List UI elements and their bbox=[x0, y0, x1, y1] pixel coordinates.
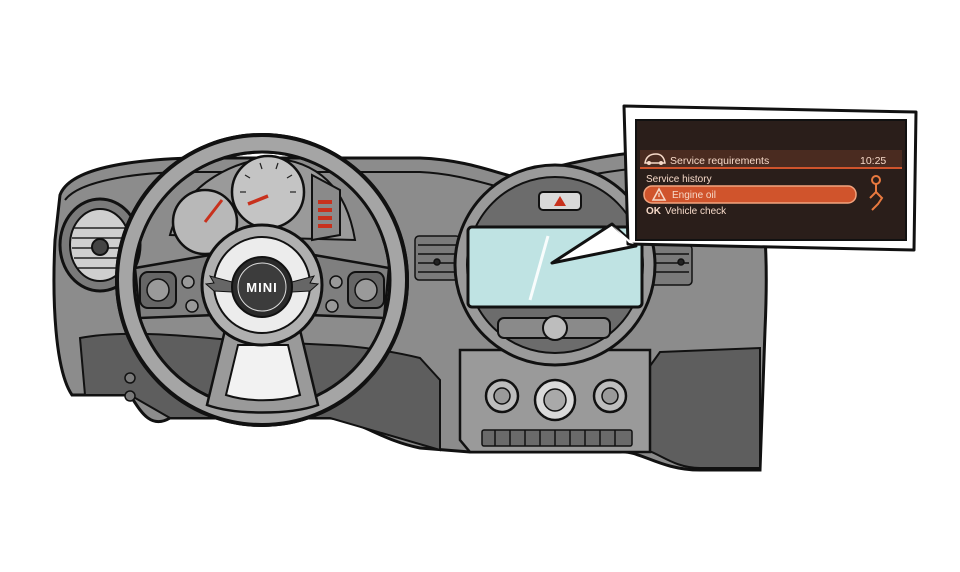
hazard-triangle-icon bbox=[554, 196, 566, 206]
oil-can-icon bbox=[869, 175, 884, 211]
center-right-air-vent[interactable] bbox=[649, 244, 693, 286]
left-lower-buttons[interactable] bbox=[124, 372, 136, 402]
tachometer-gauge bbox=[171, 188, 239, 256]
speedometer-gauge bbox=[230, 154, 306, 230]
engine-oil-label: Engine oil bbox=[672, 190, 716, 201]
list-item-selected[interactable]: Engine oil bbox=[643, 185, 857, 204]
mini-logo-text: MINI bbox=[246, 280, 277, 295]
vehicle-check-status: OK bbox=[646, 206, 662, 217]
hazard-button[interactable] bbox=[538, 191, 582, 211]
fuel-gauge bbox=[311, 173, 341, 242]
center-control-knob[interactable] bbox=[497, 315, 611, 341]
left-spoke-controls[interactable] bbox=[139, 271, 199, 313]
instrument-cluster bbox=[168, 154, 357, 256]
service-screen-clock: 10:25 bbox=[860, 155, 886, 167]
service-requirements-screen: Service requirements 10:25 Service histo… bbox=[635, 119, 907, 241]
vehicle-check-label: Vehicle check bbox=[665, 206, 727, 217]
warning-triangle-icon bbox=[651, 187, 667, 201]
console-vent-slots bbox=[481, 429, 633, 447]
right-spoke-controls[interactable] bbox=[325, 271, 385, 313]
mini-logo: MINI bbox=[204, 256, 320, 318]
climate-controls[interactable] bbox=[484, 378, 628, 422]
steering-wheel[interactable]: MINI bbox=[115, 133, 409, 427]
service-car-icon bbox=[644, 153, 666, 165]
center-left-air-vent[interactable] bbox=[414, 235, 461, 281]
service-screen-title: Service requirements bbox=[670, 155, 769, 167]
service-history-label: Service history bbox=[646, 174, 712, 185]
list-item[interactable]: OK Vehicle check bbox=[646, 206, 727, 217]
list-item[interactable]: Service history bbox=[646, 174, 712, 185]
